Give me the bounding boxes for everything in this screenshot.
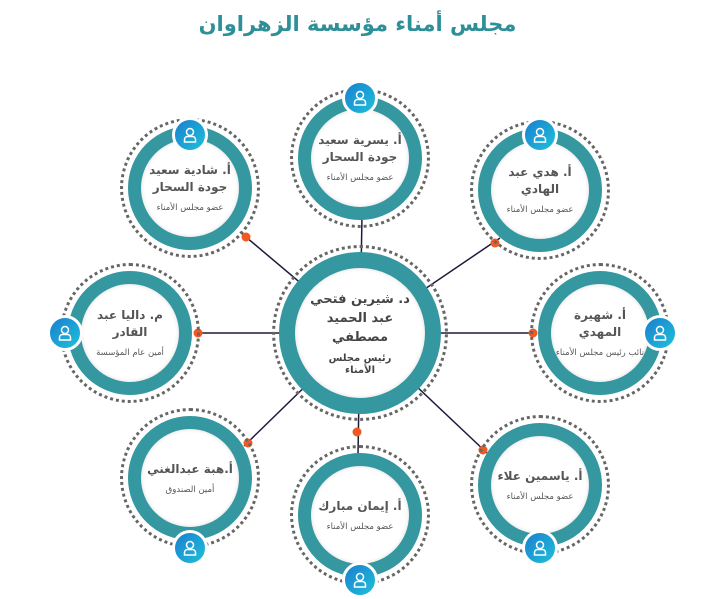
user-icon	[342, 80, 378, 116]
member-card: أ. إيمان مبارك عضو مجلس الأمناء	[298, 453, 422, 577]
member-card: أ.هبة عبدالغني أمين الصندوق	[128, 416, 252, 540]
user-icon	[172, 117, 208, 153]
chairperson-card: د. شيرين فتحي عبد الحميد مصطفي رئيس مجلس…	[279, 252, 441, 414]
member-role: عضو مجلس الأمناء	[506, 491, 574, 502]
member-name: أ.هبة عبدالغني	[147, 461, 233, 476]
connector-dot	[241, 232, 251, 242]
member-name: أ. هدي عبد الهادي	[508, 165, 572, 196]
connector-dot	[352, 427, 362, 437]
member-name: أ. إيمان مبارك	[318, 498, 402, 513]
user-icon	[642, 315, 678, 351]
member-name: أ. يسرية سعيد جودة السحار	[318, 133, 402, 164]
user-icon	[172, 530, 208, 566]
user-icon	[47, 315, 83, 351]
member-role: أمين عام المؤسسة	[96, 348, 164, 358]
member-role: عضو مجلس الأمناء	[506, 205, 574, 215]
member-role: رئيس مجلس الأمناء	[328, 352, 392, 376]
member-name: أ. ياسمين علاء	[497, 468, 583, 483]
member-name: أ. شادية سعيد جودة السحار	[149, 163, 231, 194]
user-icon	[522, 530, 558, 566]
user-icon	[342, 562, 378, 598]
member-name: د. شيرين فتحي عبد الحميد مصطفي	[310, 291, 410, 345]
member-role: عضو مجلس الأمناء	[326, 521, 394, 532]
member-role: عضو مجلس الأمناء	[326, 173, 394, 183]
member-role: عضو مجلس الأمناء	[156, 203, 224, 213]
member-role: أمين الصندوق	[165, 484, 215, 495]
member-role: نائب رئيس مجلس الأمناء	[555, 348, 645, 358]
page-title: مجلس أمناء مؤسسة الزهراوان	[198, 12, 517, 36]
member-name: م. داليا عبد القادر	[97, 308, 163, 339]
member-card: أ. ياسمين علاء عضو مجلس الأمناء	[478, 423, 602, 547]
center-dotted-ring	[272, 245, 448, 421]
member-card: م. داليا عبد القادر أمين عام المؤسسة	[68, 271, 192, 395]
member-name: أ. شهيرة المهدي	[573, 308, 627, 339]
user-icon	[522, 117, 558, 153]
